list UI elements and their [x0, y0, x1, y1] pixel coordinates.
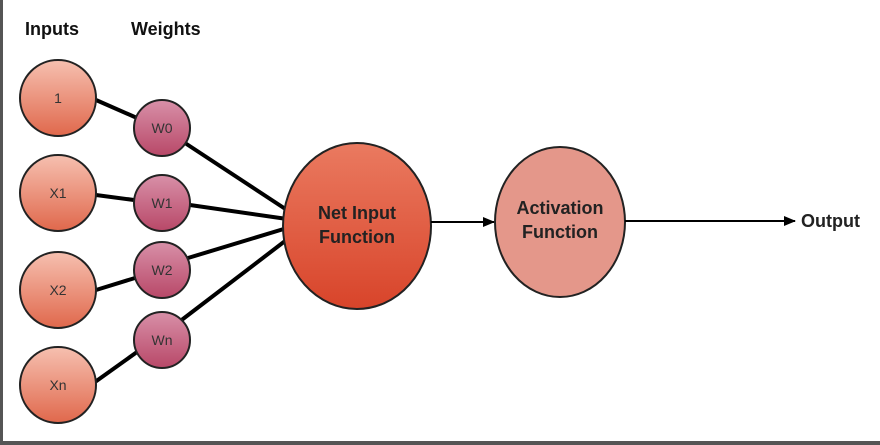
output-label: Output [801, 211, 860, 231]
connection-lines [93, 98, 292, 384]
input-node-1: 1 [19, 59, 97, 137]
edge-w2-net [187, 226, 288, 260]
weights-header: Weights [131, 19, 201, 39]
weight-node-w1: W1 [133, 174, 191, 232]
edge-x1-w1 [95, 193, 135, 202]
weight-label: W1 [152, 195, 173, 211]
inputs-header: Inputs [25, 19, 79, 39]
input-label: 1 [54, 90, 62, 106]
activation-label-line2: Function [522, 222, 598, 242]
edge-xn-wn [93, 350, 139, 384]
input-node-x1: X1 [19, 154, 97, 232]
activation-function-node: Activation Function [494, 146, 626, 298]
input-label: X1 [49, 185, 66, 201]
edge-x2-w2 [95, 276, 136, 292]
weight-label: W0 [152, 120, 173, 136]
input-node-x2: X2 [19, 251, 97, 329]
edge-input1-w0 [95, 98, 138, 120]
weight-node-wn: Wn [133, 311, 191, 369]
input-label: X2 [49, 282, 66, 298]
weight-label: W2 [152, 262, 173, 278]
net-input-label-line1: Net Input [318, 203, 396, 223]
net-input-label-line2: Function [319, 227, 395, 247]
edge-w1-net [189, 203, 288, 221]
diagram-canvas: Inputs Weights 1 X1 X2 Xn W0 W1 W2 [19, 19, 860, 424]
input-label: Xn [49, 377, 66, 393]
input-node-xn: Xn [19, 346, 97, 424]
weight-node-w0: W0 [133, 99, 191, 157]
weight-label: Wn [152, 332, 173, 348]
activation-label-line1: Activation [516, 198, 603, 218]
weight-node-w2: W2 [133, 241, 191, 299]
edge-w0-net [183, 141, 292, 214]
net-input-function-node: Net Input Function [282, 142, 432, 310]
edge-wn-net [177, 236, 291, 324]
